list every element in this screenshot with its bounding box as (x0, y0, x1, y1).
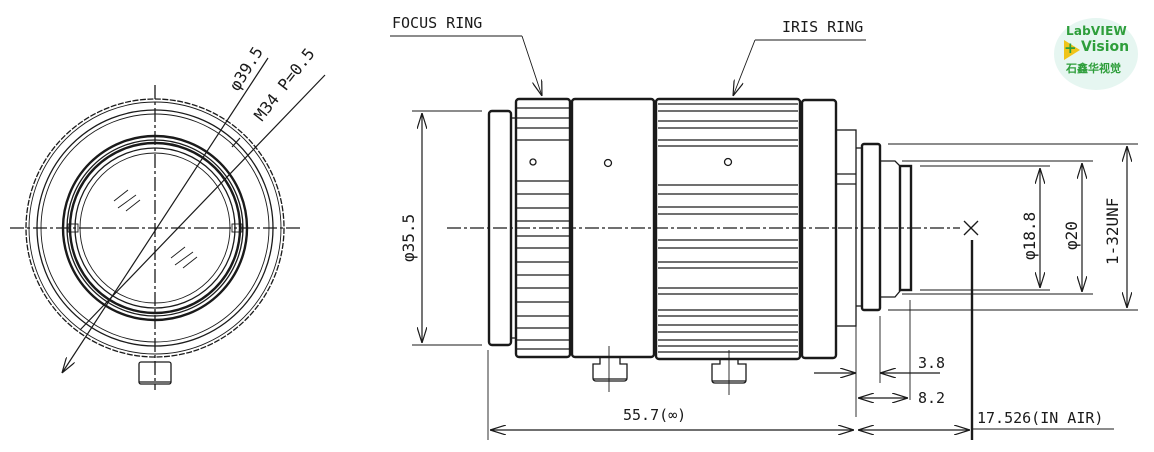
mount-diameter-dimension: φ20 (1062, 221, 1081, 250)
watermark-line3: 石鑫华视觉 (1066, 62, 1121, 75)
labview-vision-watermark: LabVIEW + Vision 石鑫华视觉 (1054, 18, 1138, 90)
iris-ring-callout: IRIS RING (782, 18, 863, 36)
watermark-line2: Vision (1081, 39, 1130, 55)
watermark-plus-icon: + (1064, 39, 1077, 57)
focus-ring-callout: FOCUS RING (392, 14, 482, 32)
flange-step-a-dimension: 3.8 (918, 354, 945, 372)
front-view: φ39.5 M34 P=0.5 (10, 43, 326, 390)
front-diameter-dimension: φ35.5 (399, 214, 418, 262)
focus-ring-knurl (516, 107, 570, 350)
flange-step-b-dimension: 8.2 (918, 389, 945, 407)
watermark-triangle-icon (1064, 40, 1080, 60)
inner-diameter-dimension: φ18.8 (1020, 212, 1039, 260)
back-focus-dimension: 17.526(IN AIR) (977, 409, 1103, 427)
overall-length-dimension: 55.7(∞) (623, 406, 686, 424)
iris-ring-ribs (658, 103, 798, 353)
mount-thread-dimension: 1-32UNF (1103, 198, 1122, 265)
side-view: FOCUS RING IRIS RING φ35.5 φ18.8 φ20 1-3… (390, 14, 1138, 440)
watermark-line1: LabVIEW (1066, 24, 1127, 38)
